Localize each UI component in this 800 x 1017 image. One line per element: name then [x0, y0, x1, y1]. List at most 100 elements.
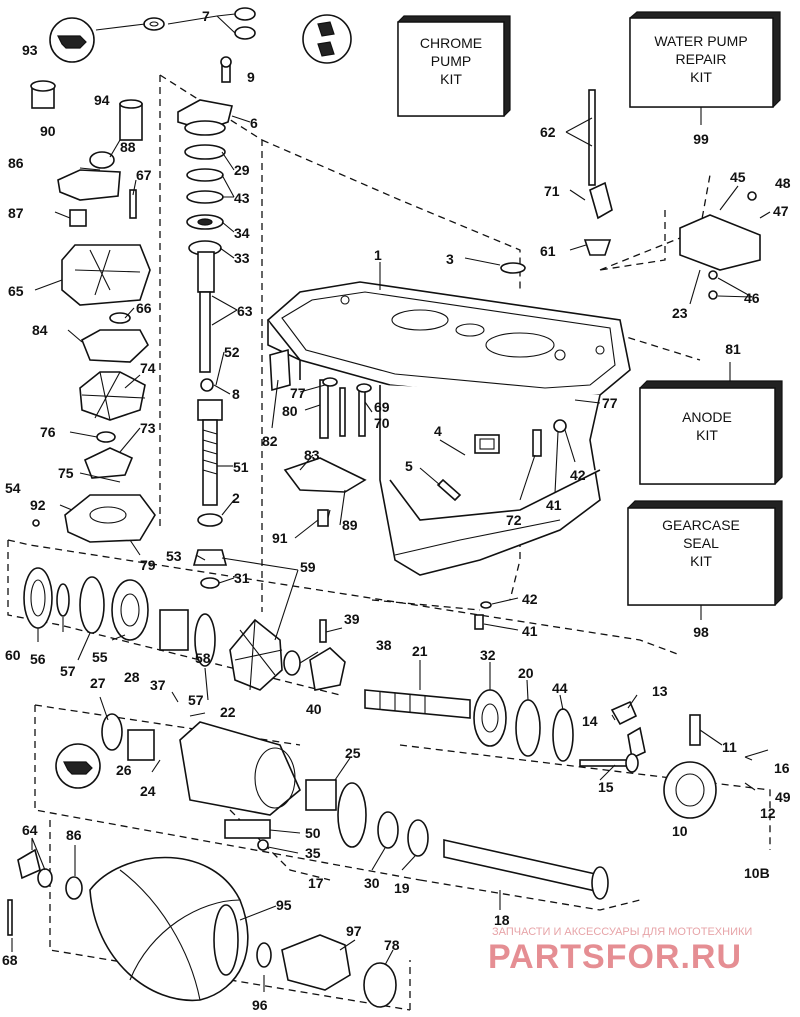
label-73: 73 — [140, 420, 156, 436]
label-19: 19 — [394, 880, 410, 896]
label-76: 76 — [40, 424, 56, 440]
label-72: 72 — [506, 512, 522, 528]
label-55: 55 — [92, 649, 108, 665]
bearing-housing-row — [101, 713, 717, 900]
label-57-b: 57 — [188, 692, 204, 708]
label-77: 77 — [290, 385, 306, 401]
driveshaft-stack — [143, 7, 256, 589]
lubricant-symbol-icon — [49, 14, 352, 789]
kit-water-line1: WATER PUMP — [654, 33, 747, 49]
label-40: 40 — [306, 701, 322, 717]
label-26: 26 — [116, 762, 132, 778]
label-71: 71 — [544, 183, 560, 199]
label-52: 52 — [224, 344, 240, 360]
label-10b: 10B — [744, 865, 770, 881]
label-10: 10 — [672, 823, 688, 839]
kit-anode-line1: ANODE — [682, 409, 732, 425]
part-number-labels: 7 9 6 29 43 34 33 63 52 8 51 2 53 31 59 … — [2, 8, 791, 1013]
kit-chrome-line1: CHROME — [420, 35, 482, 51]
label-12: 12 — [760, 805, 776, 821]
label-37: 37 — [150, 677, 166, 693]
label-34: 34 — [234, 225, 250, 241]
label-63: 63 — [237, 303, 253, 319]
label-94: 94 — [94, 92, 110, 108]
label-25: 25 — [345, 745, 361, 761]
leader-lines — [11, 13, 771, 992]
label-97: 97 — [346, 923, 362, 939]
label-96: 96 — [252, 997, 268, 1013]
label-24: 24 — [140, 783, 156, 799]
kit-number-81: 81 — [725, 341, 741, 357]
kit-number-99: 99 — [693, 131, 709, 147]
kit-number-98: 98 — [693, 624, 709, 640]
label-6: 6 — [250, 115, 258, 131]
label-86: 86 — [8, 155, 24, 171]
label-92: 92 — [30, 497, 46, 513]
label-86-b: 86 — [66, 827, 82, 843]
label-54: 54 — [5, 480, 21, 496]
label-20: 20 — [518, 665, 534, 681]
small-hardware — [269, 89, 761, 630]
forward-gear-row — [23, 567, 283, 691]
watermark-brand: PARTSFOR.RU — [488, 938, 742, 976]
label-84: 84 — [32, 322, 48, 338]
label-90: 90 — [40, 123, 56, 139]
label-39: 39 — [344, 611, 360, 627]
label-5: 5 — [405, 458, 413, 474]
label-77-b: 77 — [602, 395, 618, 411]
label-9: 9 — [247, 69, 255, 85]
label-30: 30 — [364, 875, 380, 891]
label-70: 70 — [374, 415, 390, 431]
label-41-b: 41 — [522, 623, 538, 639]
label-3: 3 — [446, 251, 454, 267]
label-23: 23 — [672, 305, 688, 321]
label-53: 53 — [166, 548, 182, 564]
label-17: 17 — [308, 875, 324, 891]
label-38: 38 — [376, 637, 392, 653]
label-27: 27 — [90, 675, 106, 691]
kit-anode-line2: KIT — [696, 427, 718, 443]
kit-gearcase-line1: GEARCASE — [662, 517, 740, 533]
label-60: 60 — [5, 647, 21, 663]
gearcase-housing — [266, 281, 631, 576]
label-75: 75 — [58, 465, 74, 481]
label-14: 14 — [582, 713, 598, 729]
label-32: 32 — [480, 647, 496, 663]
label-4: 4 — [434, 423, 442, 439]
label-89: 89 — [342, 517, 358, 533]
label-48: 48 — [775, 175, 791, 191]
label-22: 22 — [220, 704, 236, 720]
label-33: 33 — [234, 250, 250, 266]
label-65: 65 — [8, 283, 24, 299]
label-50: 50 — [305, 825, 321, 841]
kit-water-line2: REPAIR — [675, 51, 726, 67]
label-47: 47 — [773, 203, 789, 219]
label-8: 8 — [232, 386, 240, 402]
label-62: 62 — [540, 124, 556, 140]
label-88: 88 — [120, 139, 136, 155]
label-35: 35 — [305, 845, 321, 861]
label-67: 67 — [136, 167, 152, 183]
kit-chrome-line2: PUMP — [431, 53, 471, 69]
kit-water-line3: KIT — [690, 69, 712, 85]
label-29: 29 — [234, 162, 250, 178]
kit-gearcase-line2: SEAL — [683, 535, 719, 551]
label-83: 83 — [304, 447, 320, 463]
label-13: 13 — [652, 683, 668, 699]
label-91: 91 — [272, 530, 288, 546]
propeller-row — [7, 848, 397, 1008]
label-31: 31 — [234, 570, 250, 586]
kit-gearcase-line3: KIT — [690, 553, 712, 569]
water-pump-stack — [30, 80, 156, 543]
label-11: 11 — [722, 739, 737, 755]
label-49: 49 — [775, 789, 791, 805]
kit-chrome-line3: KIT — [440, 71, 462, 87]
label-74: 74 — [140, 360, 156, 376]
label-64: 64 — [22, 822, 38, 838]
label-66: 66 — [136, 300, 152, 316]
label-57: 57 — [60, 663, 76, 679]
label-42-b: 42 — [522, 591, 538, 607]
kit-box-anode: ANODE KIT 81 — [639, 341, 783, 485]
